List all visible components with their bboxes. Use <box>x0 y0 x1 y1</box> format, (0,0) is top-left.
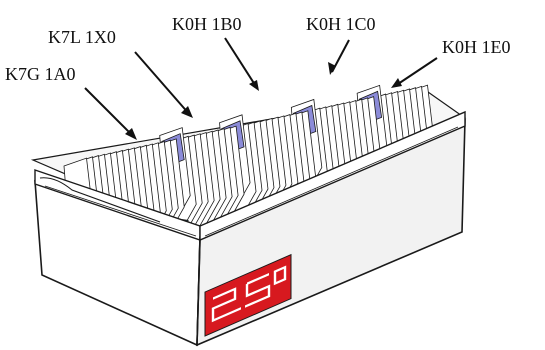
label-k7g-1a0: K7G 1A0 <box>5 64 76 84</box>
label-k0h-1e0: K0H 1E0 <box>442 37 511 57</box>
leader-line <box>85 88 134 137</box>
leader-line <box>225 38 257 88</box>
arrowhead <box>249 80 259 91</box>
arrowhead <box>391 78 402 88</box>
leader-line <box>395 58 437 86</box>
label-k0h-1b0: K0H 1B0 <box>172 14 242 34</box>
label-k7l-1x0: K7L 1X0 <box>48 27 116 47</box>
leader-line <box>135 52 190 115</box>
label-k0h-1c0: K0H 1C0 <box>306 14 376 34</box>
